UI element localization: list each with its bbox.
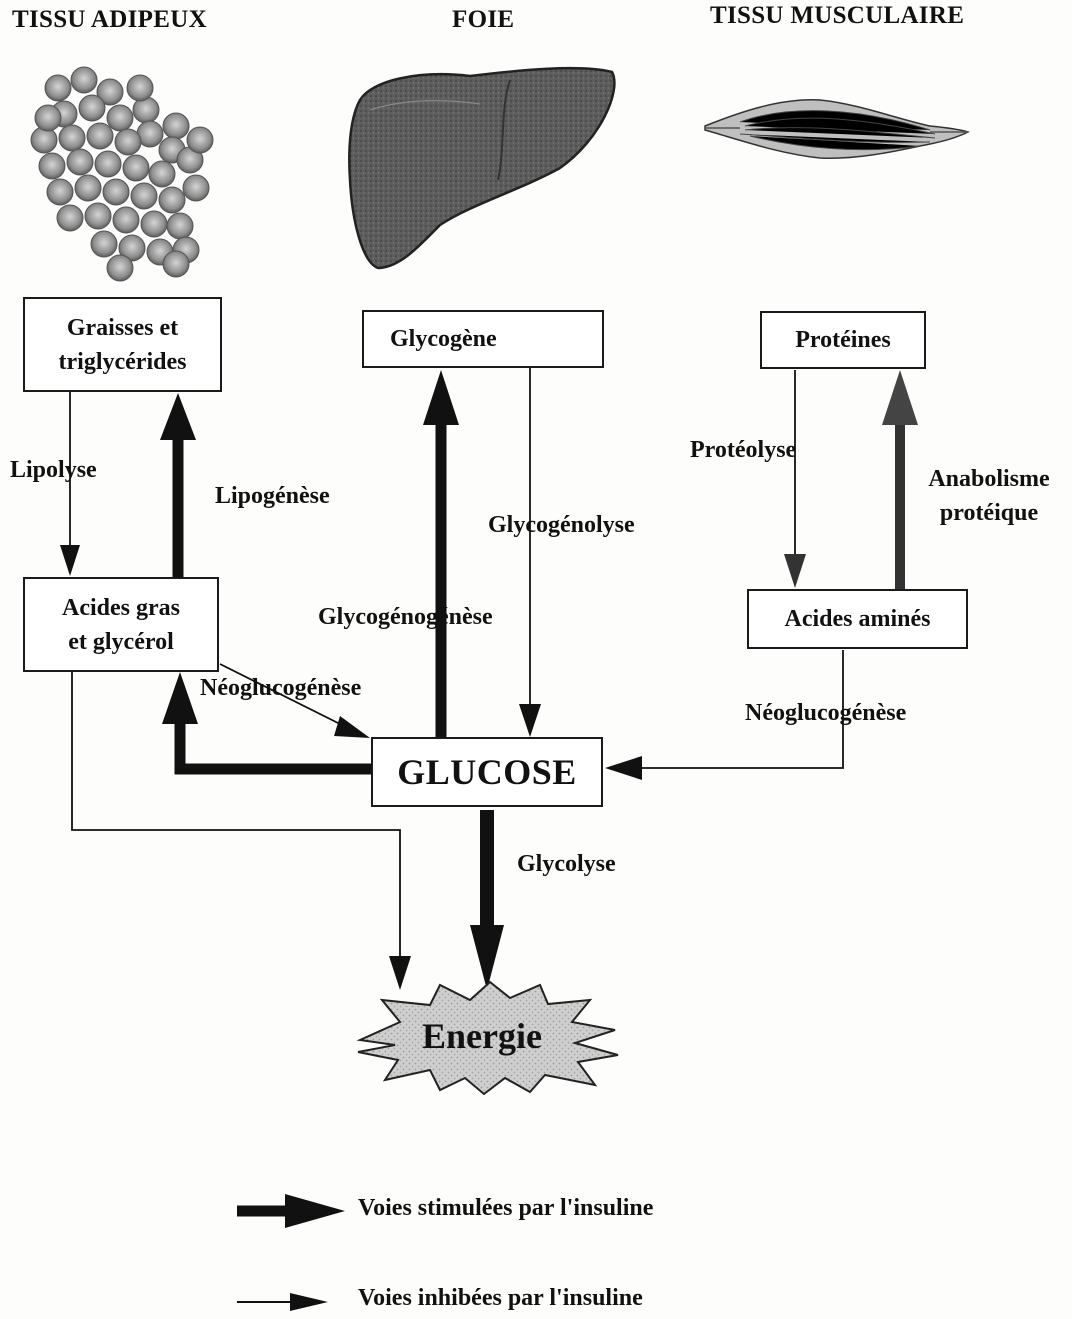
glycogen-box: Glycogène [362, 310, 604, 368]
legend-thick-arrow [237, 1194, 345, 1228]
fat-cell [45, 75, 71, 101]
fatty-acids-box-line2: et glycérol [62, 625, 180, 659]
proteolysis-arrow [784, 370, 806, 588]
fat-cell [107, 255, 133, 281]
fat-cell [71, 67, 97, 93]
fat-cell [187, 127, 213, 153]
fat-cell [85, 203, 111, 229]
fat-cell [183, 175, 209, 201]
glycogenogenesis-arrow [423, 370, 459, 738]
fatty-acids-box-line1: Acides gras [62, 591, 180, 625]
legend-inhibited-label: Voies inhibées par l'insuline [358, 1285, 643, 1312]
fat-cell [87, 123, 113, 149]
legend-thin-arrow [237, 1293, 328, 1311]
fat-cell [95, 151, 121, 177]
lipogenesis-arrow [160, 393, 196, 578]
proteolysis-label: Protéolyse [690, 435, 796, 465]
muscle-illustration [705, 100, 968, 158]
fatty-acids-to-energy-arrow [72, 672, 411, 990]
fatty-acids-glycerol-box: Acides gras et glycérol [23, 577, 219, 672]
protein-anabolism-arrow [882, 370, 918, 590]
protein-anabolism-line1: Anabolisme [914, 462, 1064, 496]
glycolysis-label: Glycolyse [517, 849, 616, 879]
glycogen-box-label: Glycogène [390, 322, 497, 356]
fat-cell [163, 251, 189, 277]
fat-cell [103, 179, 129, 205]
fat-cell [167, 213, 193, 239]
energy-label: Energie [422, 1015, 542, 1057]
fat-cell [91, 231, 117, 257]
fat-cell [39, 153, 65, 179]
lipolysis-label: Lipolyse [10, 455, 97, 485]
fat-cell [47, 179, 73, 205]
fat-cell [131, 183, 157, 209]
fat-cell [163, 113, 189, 139]
lipogenesis-label: Lipogénèse [215, 481, 330, 511]
fat-cell [141, 211, 167, 237]
proteins-box: Protéines [760, 311, 926, 369]
fat-cell [149, 161, 175, 187]
glycogenolysis-arrow [519, 368, 541, 737]
fats-triglycerides-box: Graisses et triglycérides [23, 297, 222, 392]
fat-cell [59, 125, 85, 151]
fat-cell [31, 127, 57, 153]
fat-cell [159, 187, 185, 213]
fat-cell [107, 105, 133, 131]
glycogenolysis-label: Glycogénolyse [488, 510, 635, 540]
fat-cell [35, 105, 61, 131]
neoglucogenesis-right-label: Néoglucogénèse [745, 698, 906, 728]
fat-cell [115, 129, 141, 155]
adipose-cells-illustration [31, 67, 213, 281]
fats-box-line1: Graisses et [59, 311, 187, 345]
glucose-box-label: GLUCOSE [397, 755, 577, 789]
glucose-box: GLUCOSE [371, 737, 603, 807]
glycogenogenesis-label: Glycogénogénèse [318, 602, 493, 632]
fat-cell [67, 149, 93, 175]
fat-cell [75, 175, 101, 201]
legend-stimulated-label: Voies stimulées par l'insuline [358, 1195, 653, 1222]
amino-acids-box: Acides aminés [747, 589, 968, 649]
fat-cell [127, 75, 153, 101]
neoglucogenesis-left-label: Néoglucogénèse [200, 673, 361, 703]
fat-cell [123, 155, 149, 181]
proteins-box-label: Protéines [795, 323, 891, 357]
fat-cell [79, 95, 105, 121]
fat-cell [57, 205, 83, 231]
amino-acids-box-label: Acides aminés [785, 602, 931, 636]
glycolysis-arrow [470, 810, 504, 990]
protein-anabolism-line2: protéique [914, 496, 1064, 530]
protein-anabolism-label: Anabolisme protéique [914, 462, 1064, 530]
fats-box-line2: triglycérides [59, 345, 187, 379]
fat-cell [113, 207, 139, 233]
liver-illustration [349, 68, 614, 268]
